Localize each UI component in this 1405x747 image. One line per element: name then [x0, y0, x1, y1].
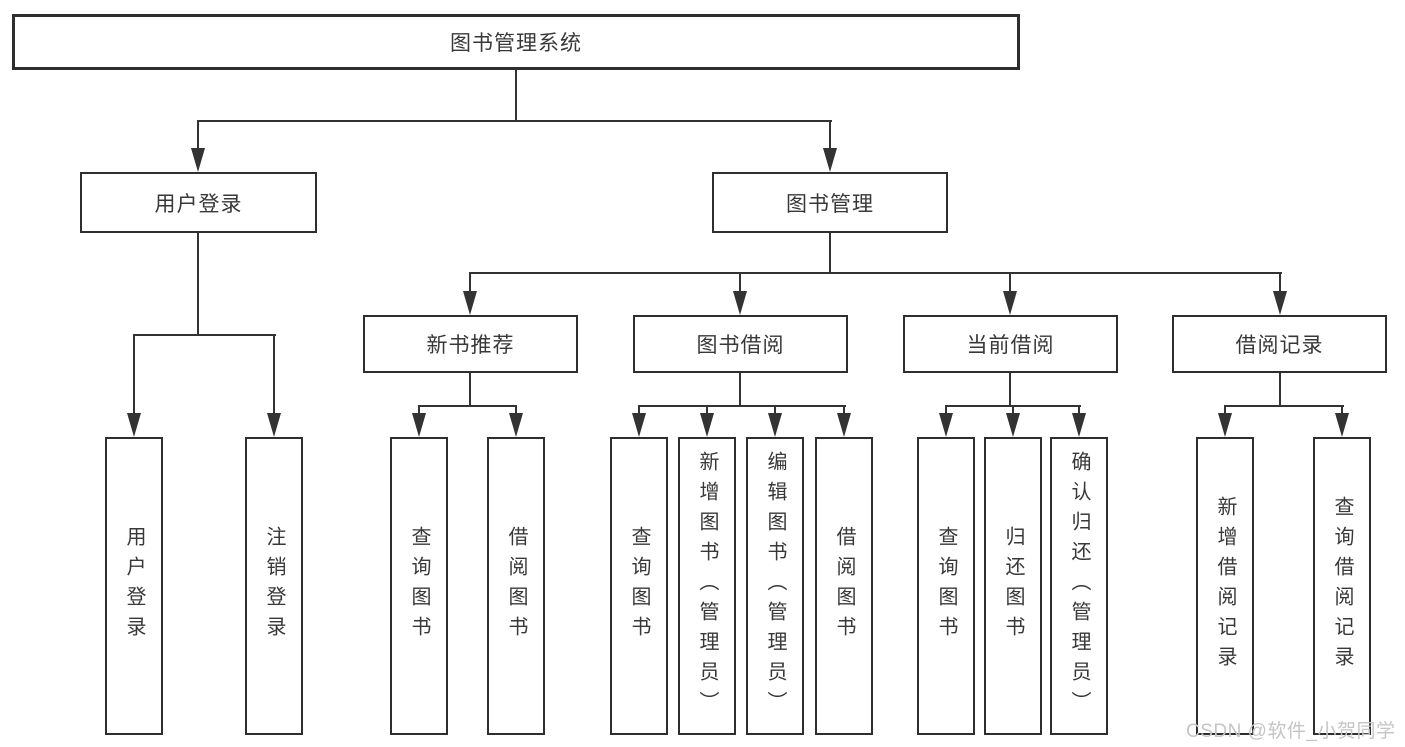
- connector-drop-g2b: [515, 405, 517, 413]
- node-label: 新增图书（管理员）: [696, 451, 718, 721]
- connector-level3-hline: [469, 272, 1282, 274]
- connector-drop-g5b: [1341, 405, 1343, 413]
- arrow-user-login-leaf: [127, 413, 141, 437]
- node-user-login: 用户登录: [80, 172, 317, 233]
- connector-drop-g3a: [638, 405, 640, 413]
- node-edit-book-admin: 编辑图书（管理员）: [746, 437, 804, 735]
- connector-root-stub: [515, 70, 517, 120]
- node-confirm-return-admin: 确认归还（管理员）: [1050, 437, 1108, 735]
- node-library-management-system: 图书管理系统: [12, 14, 1020, 70]
- connector-book-borrowing-stub: [739, 373, 741, 405]
- arrow-new-book: [463, 291, 477, 315]
- connector-user-login-hline: [133, 334, 276, 336]
- connector-drop-new-book: [469, 272, 471, 291]
- connector-drop-current-borrowing: [1009, 272, 1011, 291]
- node-query-borrow-record: 查询借阅记录: [1313, 437, 1371, 735]
- connector-book-borrowing-hline: [638, 405, 846, 407]
- connector-borrowing-records-hline: [1224, 405, 1344, 407]
- node-label: 用户登录: [123, 526, 145, 646]
- connector-user-login-stub: [197, 233, 199, 334]
- connector-level2-hline: [197, 120, 832, 122]
- node-book-borrowing: 图书借阅: [633, 315, 848, 373]
- node-add-borrow-record: 新增借阅记录: [1196, 437, 1254, 735]
- arrow-g3c: [768, 413, 782, 437]
- node-label: 借阅图书: [505, 526, 527, 646]
- connector-book-management-stub: [829, 233, 831, 272]
- node-label: 确认归还（管理员）: [1068, 451, 1090, 721]
- arrow-g4c: [1072, 413, 1086, 437]
- node-label: 借阅图书: [833, 526, 855, 646]
- arrow-g2a: [412, 413, 426, 437]
- node-logout-leaf: 注销登录: [245, 437, 303, 735]
- connector-new-book-stub: [469, 373, 471, 405]
- connector-drop-g3d: [843, 405, 845, 413]
- connector-drop-logout-leaf: [273, 334, 275, 413]
- node-label: 归还图书: [1002, 526, 1024, 646]
- node-current-borrowing: 当前借阅: [903, 315, 1118, 373]
- arrow-g3a: [632, 413, 646, 437]
- arrow-g4b: [1006, 413, 1020, 437]
- connector-drop-g4b: [1012, 405, 1014, 413]
- arrow-borrowing-records: [1273, 291, 1287, 315]
- connector-borrowing-records-stub: [1279, 373, 1281, 405]
- node-label: 查询图书: [628, 526, 650, 646]
- connector-drop-book-management: [829, 120, 831, 148]
- node-query-books-recommend: 查询图书: [390, 437, 448, 735]
- node-label: 查询图书: [935, 526, 957, 646]
- arrow-g3d: [837, 413, 851, 437]
- connector-drop-user-login-leaf: [133, 334, 135, 413]
- arrow-logout-leaf: [267, 413, 281, 437]
- node-user-login-leaf: 用户登录: [105, 437, 163, 735]
- node-label: 查询图书: [408, 526, 430, 646]
- connector-drop-book-borrowing: [739, 272, 741, 291]
- node-new-book-recommendation: 新书推荐: [363, 315, 578, 373]
- node-label: 编辑图书（管理员）: [764, 451, 786, 721]
- connector-drop-g3b: [706, 405, 708, 413]
- connector-drop-g5a: [1224, 405, 1226, 413]
- connector-drop-borrowing-records: [1279, 272, 1281, 291]
- connector-new-book-hline: [418, 405, 517, 407]
- connector-drop-user-login: [197, 120, 199, 148]
- arrow-book-borrowing: [733, 291, 747, 315]
- connector-drop-g4c: [1078, 405, 1080, 413]
- arrow-book-management: [823, 148, 837, 172]
- arrow-g3b: [700, 413, 714, 437]
- arrow-g4a: [939, 413, 953, 437]
- node-borrow-books-borrowing: 借阅图书: [815, 437, 873, 735]
- connector-drop-g2a: [418, 405, 420, 413]
- node-label: 注销登录: [263, 526, 285, 646]
- node-query-books-current: 查询图书: [917, 437, 975, 735]
- connector-drop-g3c: [774, 405, 776, 413]
- node-add-book-admin: 新增图书（管理员）: [678, 437, 736, 735]
- node-return-books: 归还图书: [984, 437, 1042, 735]
- csdn-watermark: CSDN @软件_小贺同学: [1186, 721, 1396, 742]
- node-borrow-books-recommend: 借阅图书: [487, 437, 545, 735]
- arrow-g2b: [509, 413, 523, 437]
- node-borrowing-records: 借阅记录: [1172, 315, 1387, 373]
- connector-drop-g4a: [945, 405, 947, 413]
- node-book-management: 图书管理: [712, 172, 948, 233]
- arrow-current-borrowing: [1003, 291, 1017, 315]
- arrow-user-login: [191, 148, 205, 172]
- arrow-g5b: [1335, 413, 1349, 437]
- arrow-g5a: [1218, 413, 1232, 437]
- node-query-books-borrowing: 查询图书: [610, 437, 668, 735]
- connector-current-borrowing-stub: [1009, 373, 1011, 405]
- node-label: 新增借阅记录: [1214, 496, 1236, 676]
- node-label: 查询借阅记录: [1331, 496, 1353, 676]
